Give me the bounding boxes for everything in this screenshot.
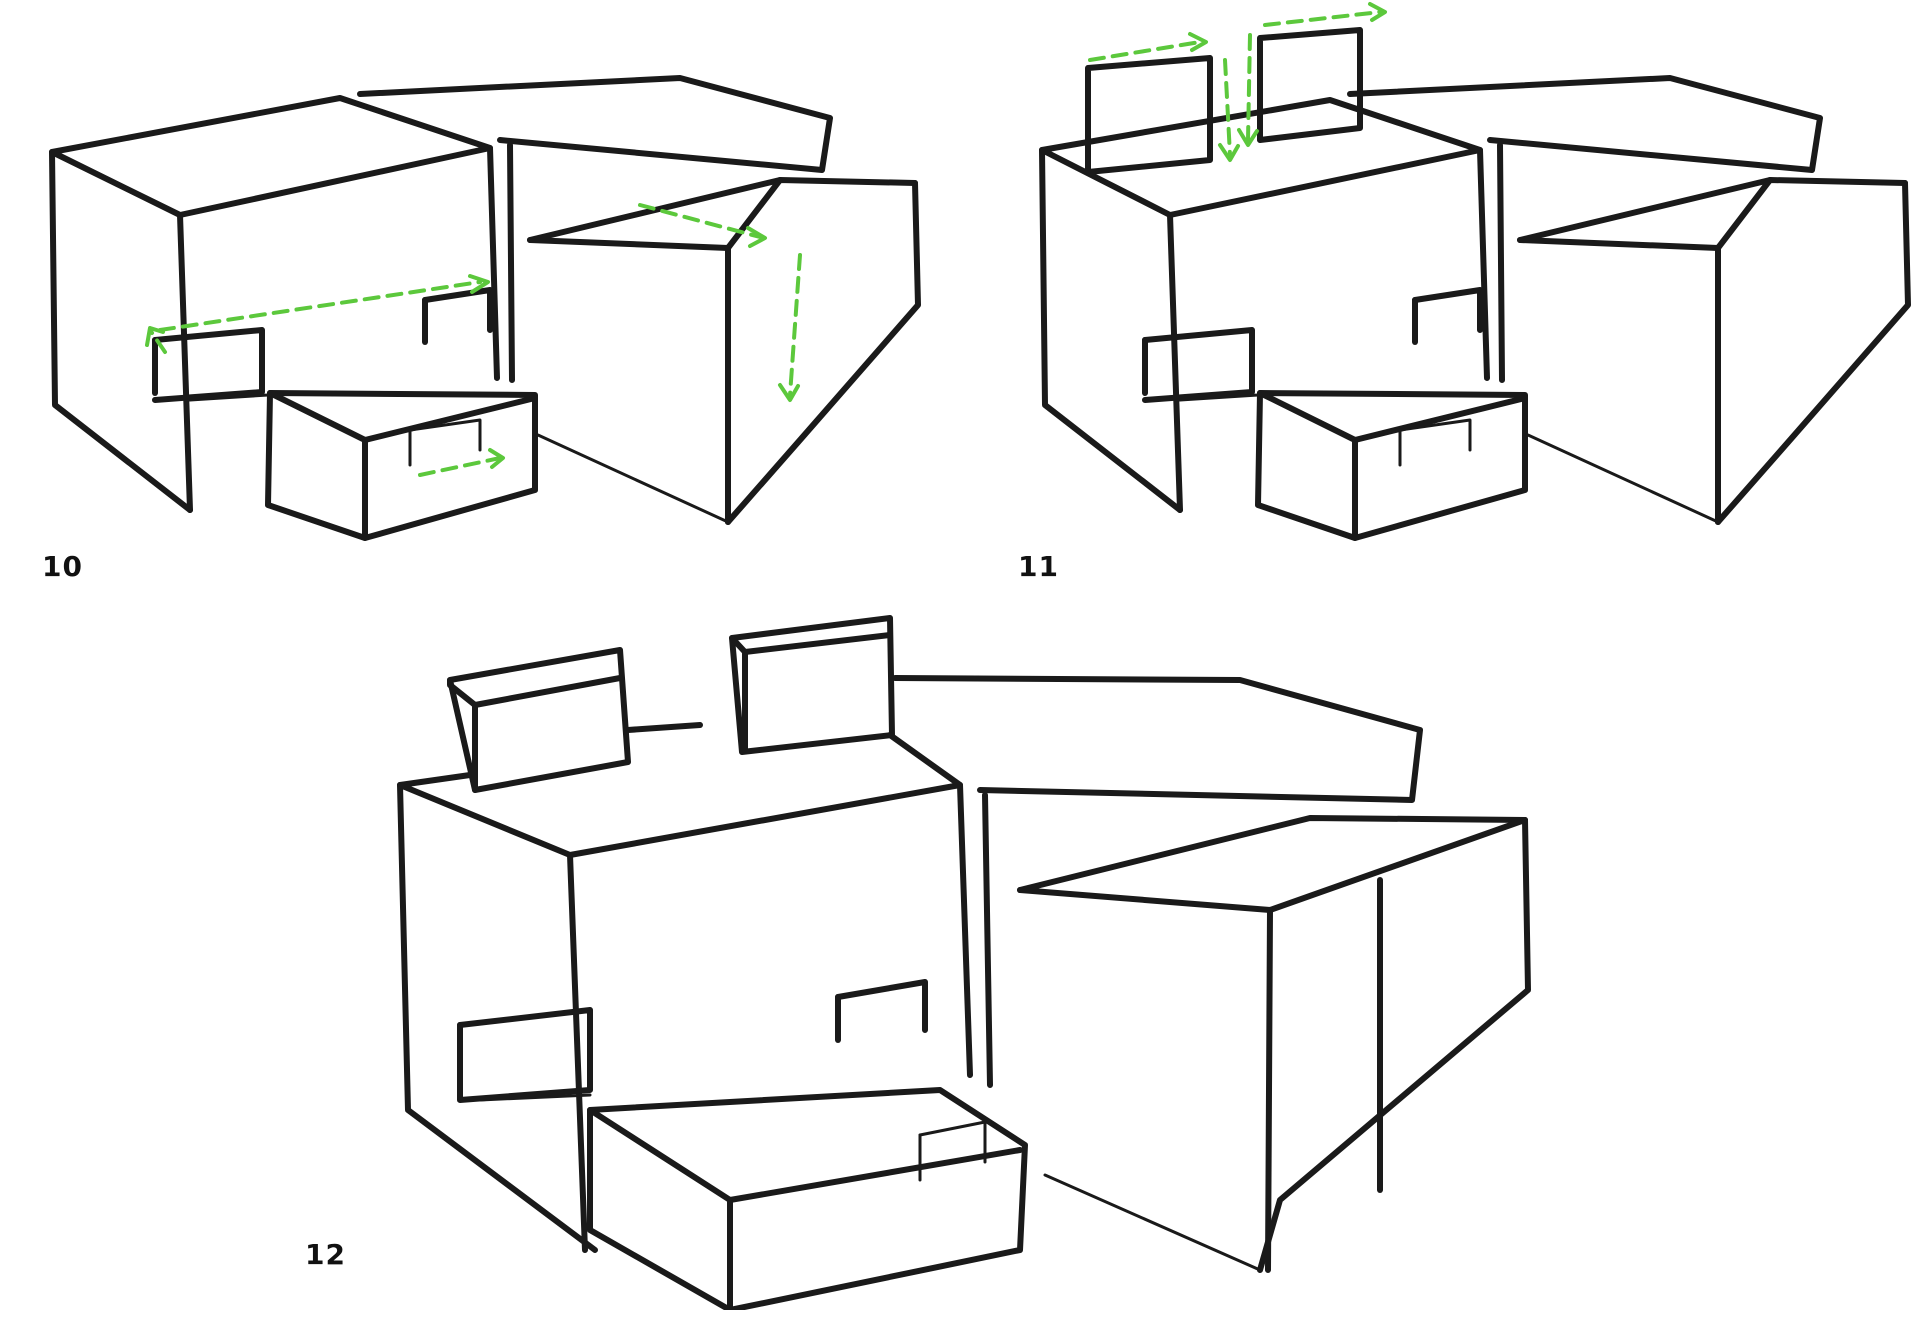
step-10-ink bbox=[49, 75, 921, 541]
guide-arrow-head bbox=[1368, 2, 1387, 22]
guide-arrow bbox=[1246, 33, 1252, 142]
ear-left bbox=[447, 647, 631, 793]
guide-arrow-head bbox=[1188, 32, 1208, 52]
guide-arrow bbox=[158, 280, 482, 332]
step-11-label: 11 bbox=[1018, 550, 1059, 583]
guide-arrow bbox=[1088, 40, 1202, 62]
step-11-ink bbox=[1039, 27, 1911, 541]
step-12-label: 12 bbox=[305, 1238, 346, 1271]
step-11-drawing bbox=[1039, 2, 1911, 541]
guide-arrow bbox=[1263, 10, 1382, 27]
guide-arrow bbox=[788, 253, 802, 397]
guide-arrow-head bbox=[1237, 128, 1259, 147]
guide-arrow bbox=[148, 328, 167, 354]
guide-arrow-head bbox=[468, 274, 490, 294]
step-10-guides bbox=[145, 203, 802, 477]
guide-arrow bbox=[638, 203, 762, 239]
step-12-drawing bbox=[397, 615, 1531, 1310]
guide-arrow-head bbox=[145, 326, 165, 347]
guide-arrow-head bbox=[488, 448, 505, 469]
step-11-guides bbox=[1088, 2, 1387, 162]
step-10-drawing bbox=[49, 75, 921, 541]
step-10-label: 10 bbox=[42, 550, 83, 583]
step-12-ink bbox=[397, 615, 1531, 1310]
guide-arrow bbox=[418, 456, 502, 477]
guide-arrow-head bbox=[778, 383, 800, 402]
guide-arrow-head bbox=[746, 226, 767, 248]
guide-arrow bbox=[1223, 58, 1232, 157]
guide-arrow-head bbox=[1218, 143, 1240, 162]
